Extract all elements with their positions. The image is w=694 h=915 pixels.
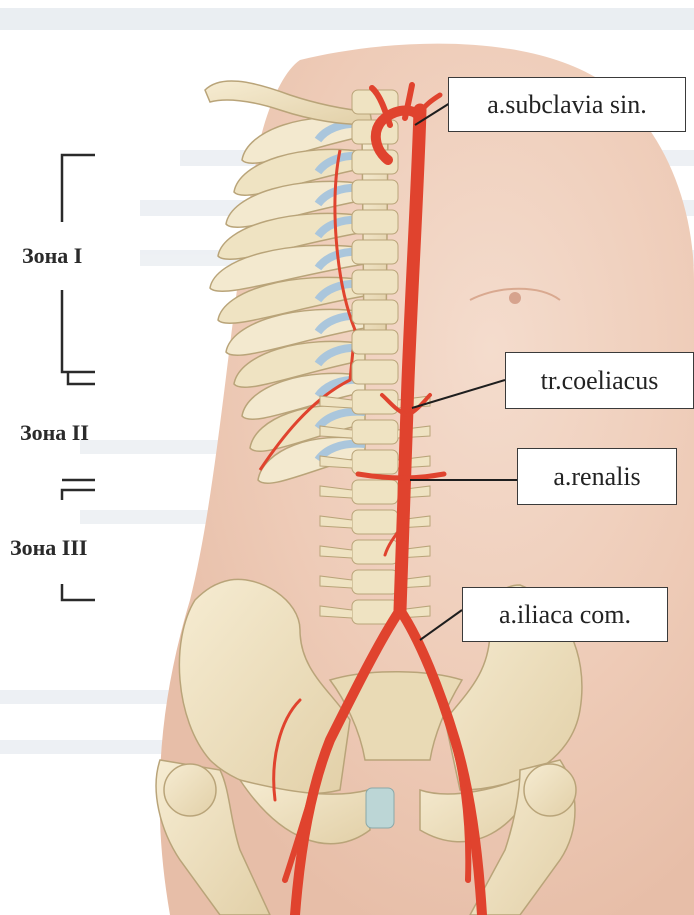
vertebra	[352, 210, 398, 234]
vertebra	[352, 450, 398, 474]
vertebra	[352, 330, 398, 354]
callout-renalis: a.renalis	[517, 448, 677, 505]
nipple	[509, 292, 521, 304]
vertebra	[352, 570, 398, 594]
zone-brackets	[62, 155, 95, 600]
callout-coeliacus: tr.coeliacus	[505, 352, 694, 409]
vertebra	[352, 240, 398, 264]
vertebra	[352, 510, 398, 534]
callout-subclavia: a.subclavia sin.	[448, 77, 686, 132]
vertebra	[352, 180, 398, 204]
vertebra	[352, 480, 398, 504]
vertebra	[352, 420, 398, 444]
vertebra	[352, 270, 398, 294]
vertebra	[352, 300, 398, 324]
zone-i-label: Зона I	[22, 243, 82, 269]
callout-iliaca: a.iliaca com.	[462, 587, 668, 642]
vertebra	[352, 360, 398, 384]
zone-ii-label: Зона II	[20, 420, 89, 446]
zone-iii-label: Зона III	[10, 535, 87, 561]
